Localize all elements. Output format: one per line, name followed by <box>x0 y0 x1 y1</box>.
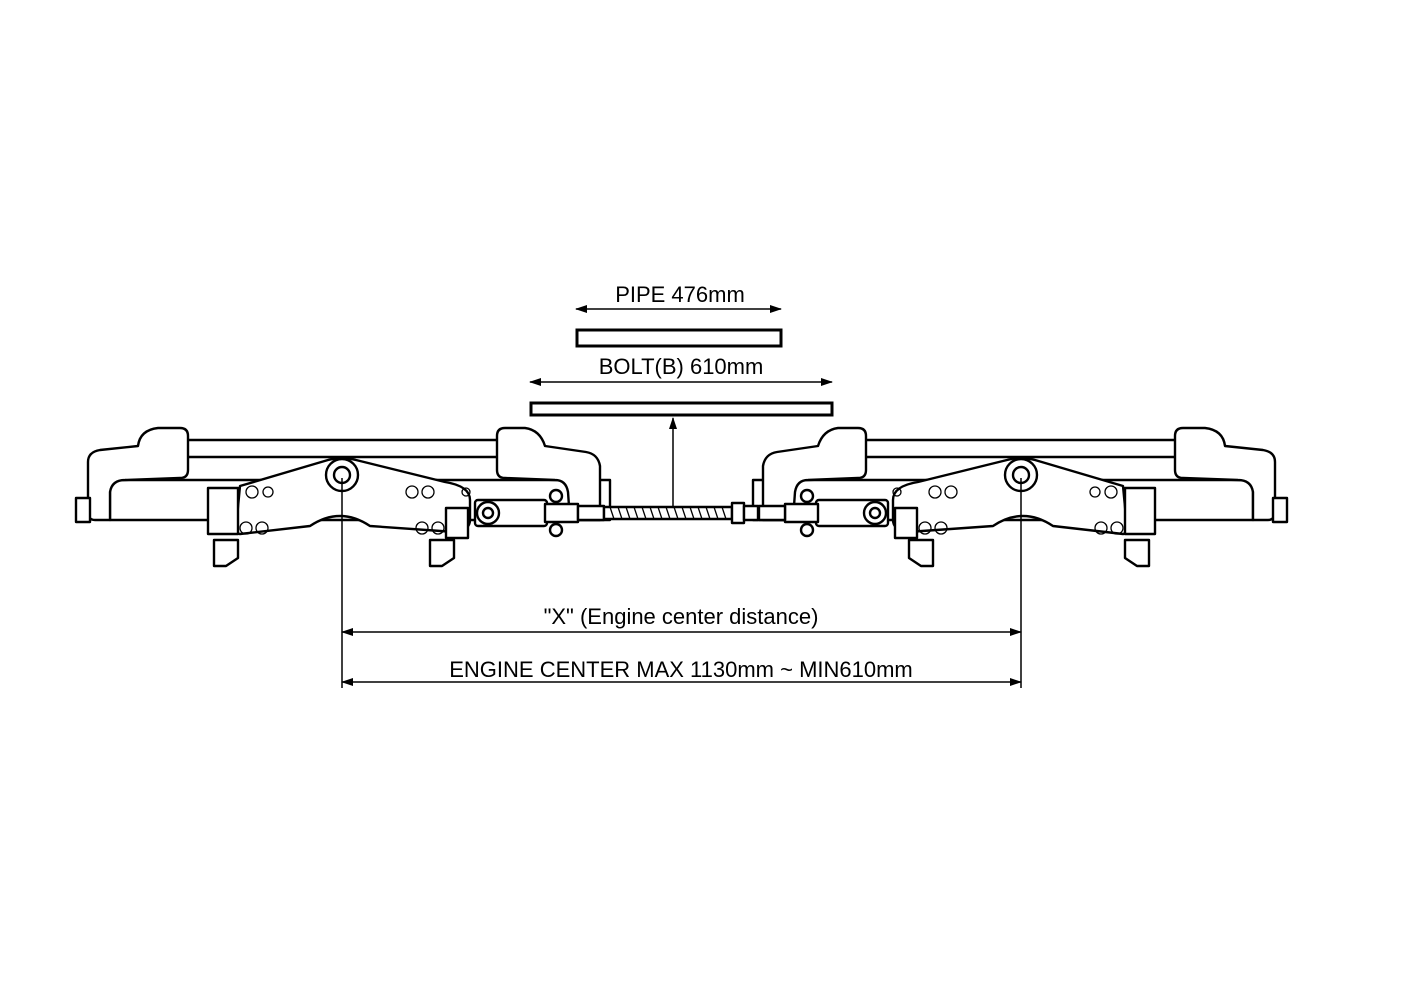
bolt-bar <box>529 401 834 417</box>
x-dimension: "X" (Engine center distance) <box>341 604 1022 636</box>
left-steering-cylinder <box>74 426 612 568</box>
bolt-label: BOLT(B) 610mm <box>599 354 764 379</box>
tie-rod <box>602 501 760 525</box>
right-steering-cylinder <box>751 426 1289 568</box>
pipe-dimension: PIPE 476mm <box>575 282 783 348</box>
bolt-dimension: BOLT(B) 610mm <box>529 354 834 417</box>
pipe-bar <box>575 328 783 348</box>
engine-center-label: ENGINE CENTER MAX 1130mm ~ MIN610mm <box>449 657 913 682</box>
pipe-label: PIPE 476mm <box>615 282 745 307</box>
engine-center-dimension: ENGINE CENTER MAX 1130mm ~ MIN610mm <box>341 657 1022 686</box>
x-label: "X" (Engine center distance) <box>544 604 819 629</box>
